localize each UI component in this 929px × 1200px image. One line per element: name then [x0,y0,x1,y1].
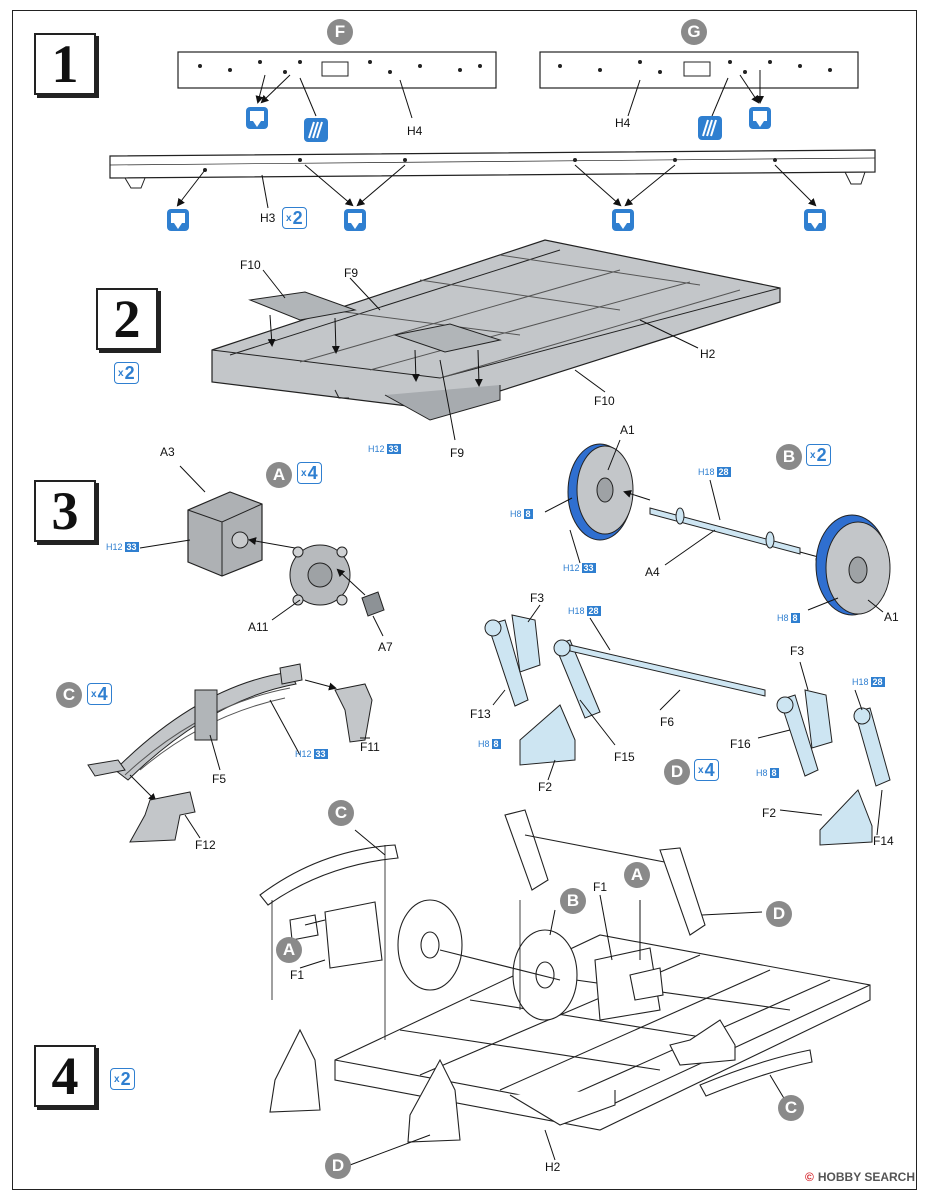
label-f3-left: F3 [530,591,545,605]
label-f12: F12 [195,838,216,852]
drill-hole-icon [246,107,268,129]
label-h4-right: H4 [615,116,631,130]
part-f5-leaf-spring [87,663,303,781]
part-a4-axle [649,507,801,555]
part-h3-beam [109,149,876,189]
badge-c-step4-top: C [328,800,354,826]
label-a11: A11 [248,620,269,634]
step-2-number: 2 [96,288,158,350]
drill-hole-icon [344,209,366,231]
cut-away-icon [697,115,723,141]
label-f11: F11 [360,740,380,754]
badge-g: G [681,19,707,45]
part-a11-cover [289,544,351,606]
drill-hole-icon [749,107,771,129]
badge-a-step4-mid: A [624,862,650,888]
drill-hole-icon [612,209,634,231]
label-a1-bottom: A1 [884,610,899,624]
badge-d-step3: D [664,759,690,785]
label-a4: A4 [645,565,660,579]
final-assembly [259,809,871,1143]
badge-d-step4-right: D [766,901,792,927]
drill-hole-icon [167,209,189,231]
label-f10-top: F10 [240,258,261,272]
label-f9-bottom: F9 [450,446,465,460]
part-a3-axle-box [187,491,263,577]
badge-c-step3: C [56,682,82,708]
badge-a-step3: A [266,462,292,488]
frame-assembly [211,239,781,421]
label-f14: F14 [873,834,894,848]
label-f16: F16 [730,737,751,751]
badge-b-step4: B [560,888,586,914]
step-3-number: 3 [34,480,96,542]
label-h3: H3 [260,211,276,225]
label-f15: F15 [614,750,635,764]
label-a3: A3 [160,445,175,459]
step-4-number: 4 [34,1045,96,1107]
badge-d-step4-bottom: D [325,1153,351,1179]
label-f3-right: F3 [790,644,805,658]
badge-a-step4-left: A [276,937,302,963]
drill-hole-icon [804,209,826,231]
badge-f: F [327,19,353,45]
label-f1-left: F1 [290,968,305,982]
label-f9-top: F9 [344,266,359,280]
part-f12-hanger [129,791,196,843]
part-a1-wheel-top [567,443,634,541]
step-1-number: 1 [34,33,96,95]
label-h2-frame: H2 [700,347,716,361]
label-f2-right: F2 [762,806,777,820]
label-f10-bottom: F10 [594,394,615,408]
badge-c-step4-bottom: C [778,1095,804,1121]
badge-b-step3: B [776,444,802,470]
label-h4-left: H4 [407,124,423,138]
watermark: ©HOBBY SEARCH [805,1170,915,1184]
label-f13: F13 [470,707,491,721]
label-f2-left: F2 [538,780,553,794]
label-f6: F6 [660,715,675,729]
label-a1-top: A1 [620,423,635,437]
label-h2-bottom: H2 [545,1160,561,1174]
part-f-plate [177,51,497,89]
instruction-sheet [12,10,917,1190]
part-a7-block [361,591,385,617]
part-d-brake-right [776,689,891,846]
cut-away-icon [303,117,329,143]
label-a7: A7 [378,640,393,654]
part-d-brake-left [484,614,601,766]
part-a1-wheel-bottom [815,514,891,616]
part-f11-hanger [334,683,373,743]
label-f5: F5 [212,772,227,786]
label-f1-mid: F1 [593,880,608,894]
part-f6-rod [569,644,766,697]
part-g-plate [539,51,859,89]
